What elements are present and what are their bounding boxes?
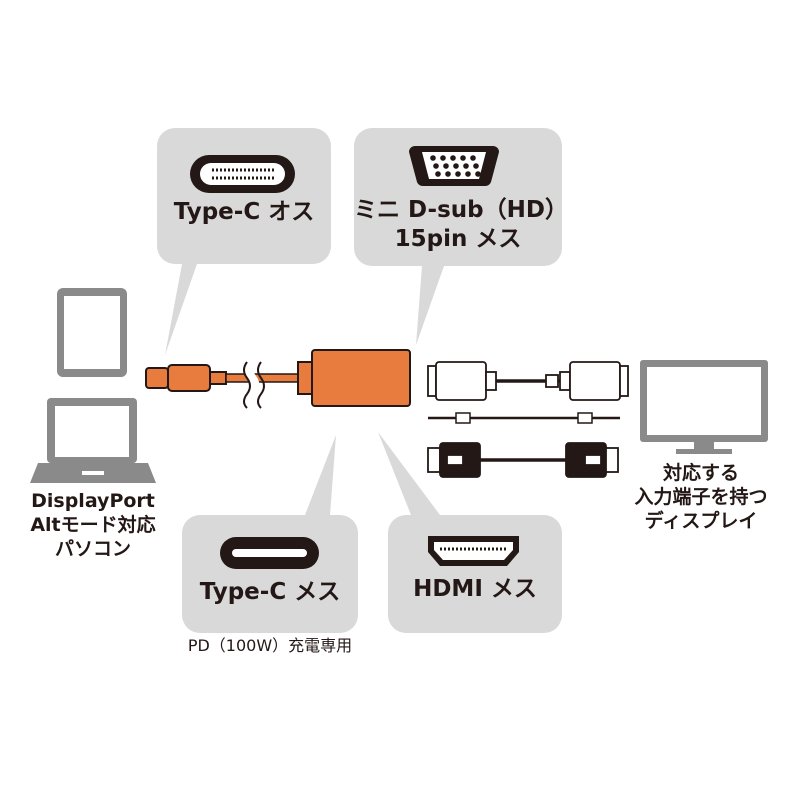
hdmi-port-icon: [428, 536, 519, 566]
adapter-body: [297, 349, 411, 407]
audio-cable: [428, 412, 620, 424]
source-device-line3: パソコン: [54, 537, 131, 560]
display-device-line3: ディスプレイ: [644, 509, 758, 532]
display-device-line2: 入力端子を持つ: [634, 485, 768, 508]
monitor-icon: [640, 360, 768, 454]
minidsub-label-line2: 15pin メス: [394, 225, 522, 252]
tablet-icon: [57, 288, 127, 377]
source-device-line2: Altモード対応: [30, 513, 156, 536]
laptop-icon: [30, 398, 156, 483]
source-device-line1: DisplayPort: [31, 490, 155, 512]
typec-female-label: Type-C メス: [199, 579, 341, 605]
minidsub-label-line1: ミニ D-sub（HD）: [354, 197, 568, 223]
vga-cable: [427, 361, 629, 401]
hdmi-cable: [427, 442, 619, 478]
source-device-label: DisplayPort Altモード対応 パソコン: [8, 490, 178, 561]
minidsub-label: ミニ D-sub（HD） 15pin メス: [354, 196, 568, 254]
typec-male-icon: [190, 155, 295, 193]
callout-typec-male: [157, 128, 331, 355]
vga-port-icon: [409, 146, 499, 187]
callout-hdmi-female: [378, 432, 562, 633]
typec-male-label: Type-C オス: [173, 199, 315, 225]
hdmi-female-label: HDMI メス: [413, 576, 537, 602]
typec-cable: [145, 359, 312, 412]
display-device-label: 対応する 入力端子を持つ ディスプレイ: [608, 462, 794, 533]
typec-female-icon: [220, 537, 319, 569]
callout-minidsub: [354, 128, 562, 345]
callout-typec-female: [182, 435, 358, 633]
pd-charging-note: PD（100W）充電専用: [187, 636, 353, 655]
display-device-line1: 対応する: [662, 462, 739, 484]
